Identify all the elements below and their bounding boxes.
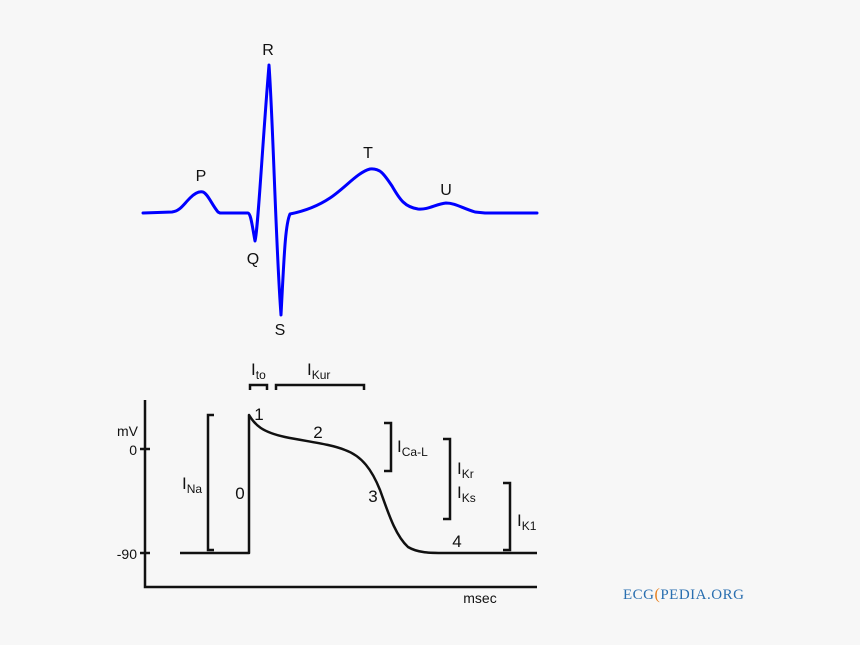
ap-axes bbox=[140, 400, 537, 589]
phase-label-3: 3 bbox=[368, 487, 377, 506]
phase-label-4: 4 bbox=[452, 532, 461, 551]
x-axis-label: msec bbox=[463, 590, 496, 606]
phase-label-1: 1 bbox=[254, 405, 263, 424]
ikr-iks-bracket bbox=[443, 437, 452, 521]
ito-label: Ito bbox=[251, 360, 266, 382]
ito-bracket bbox=[248, 383, 269, 390]
ina-bracket bbox=[206, 413, 214, 552]
logo-text-right: PEDIA.ORG bbox=[660, 587, 745, 603]
ik1-label: IK1 bbox=[517, 511, 537, 533]
ikr-label: IKr bbox=[457, 459, 474, 481]
wave-label-s: S bbox=[275, 322, 286, 339]
ina-label: INa bbox=[182, 474, 202, 496]
ical-label: ICa-L bbox=[397, 437, 428, 459]
y-tick-0: 0 bbox=[129, 442, 137, 458]
ikur-label: IKur bbox=[307, 360, 330, 382]
ecg-trace bbox=[141, 63, 539, 317]
iks-label: IKs bbox=[457, 483, 476, 505]
y-tick-minus90: -90 bbox=[117, 546, 137, 562]
wave-label-r: R bbox=[262, 42, 274, 59]
ik1-bracket bbox=[503, 481, 512, 552]
y-axis-label: mV bbox=[117, 423, 139, 439]
ical-bracket bbox=[384, 421, 393, 473]
phase-label-0: 0 bbox=[235, 484, 244, 503]
wave-label-t: T bbox=[363, 145, 373, 162]
phase-label-2: 2 bbox=[313, 423, 322, 442]
wave-label-p: P bbox=[196, 168, 207, 185]
ecgpedia-logo: ECG(PEDIA.ORG bbox=[623, 586, 744, 604]
logo-text-left: ECG bbox=[623, 587, 655, 603]
wave-label-u: U bbox=[440, 182, 452, 199]
action-potential-trace bbox=[180, 413, 537, 555]
wave-label-q: Q bbox=[247, 251, 259, 268]
logo-swoosh-icon: ( bbox=[654, 586, 661, 603]
ikur-bracket bbox=[274, 383, 366, 390]
